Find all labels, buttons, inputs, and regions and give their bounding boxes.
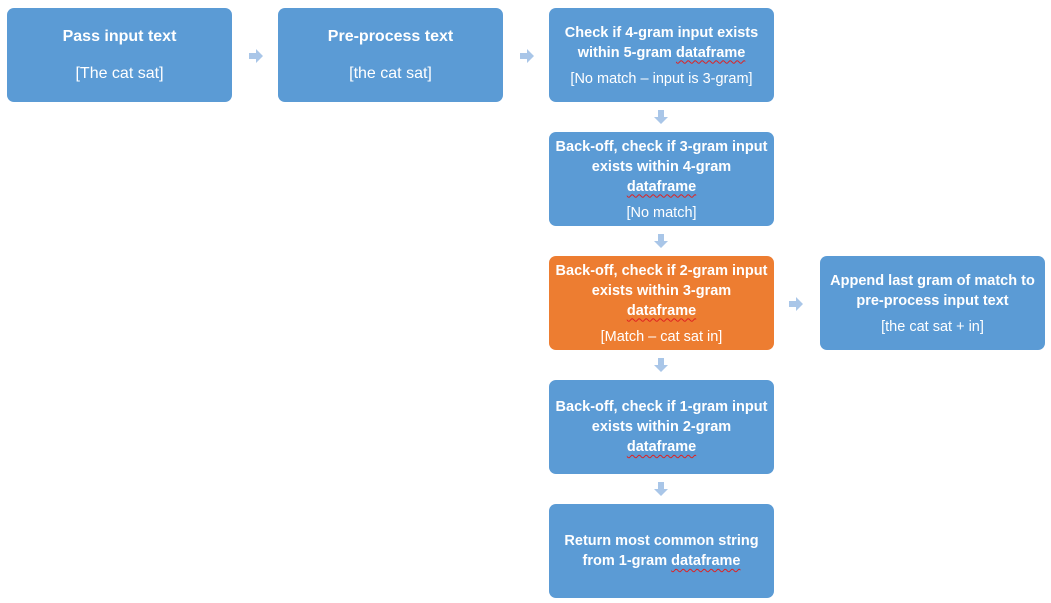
step-title: Back-off, check if 2-gram input exists w… [555, 262, 768, 319]
preprocess-step: Pre-process text [the cat sat] [278, 8, 503, 102]
step-detail: [No match – input is 3-gram] [570, 70, 753, 87]
step-title: Append last gram of match to pre-process… [830, 272, 1035, 309]
spellcheck-word: dataframe [675, 44, 746, 61]
step-title: Return most common string from 1-gram da… [564, 533, 759, 569]
down-arrow-icon [654, 110, 668, 124]
append-step: Append last gram of match to pre-process… [820, 256, 1045, 350]
return-step: Return most common string from 1-gram da… [549, 504, 774, 598]
step-detail: [the cat sat + in] [881, 318, 984, 335]
step-title: Pre-process text [327, 28, 454, 45]
pass-input-step: Pass input text [The cat sat] [7, 8, 232, 102]
step-detail: [Match – cat sat in] [600, 328, 723, 345]
step-title: Check if 4-gram input exists within 5-gr… [564, 24, 759, 61]
right-arrow-icon [789, 297, 803, 311]
step-detail: [The cat sat] [75, 65, 164, 82]
spellcheck-word: dataframe [626, 302, 697, 319]
step-title: Back-off, check if 1-gram input exists w… [555, 399, 768, 455]
step-title: Pass input text [62, 28, 177, 45]
backoff-2gram-step: Back-off, check if 2-gram input exists w… [549, 256, 774, 350]
check-4gram-step: Check if 4-gram input exists within 5-gr… [549, 8, 774, 102]
step-detail: [the cat sat] [349, 65, 432, 82]
down-arrow-icon [654, 234, 668, 248]
backoff-1gram-step: Back-off, check if 1-gram input exists w… [549, 380, 774, 474]
spellcheck-word: dataframe [671, 553, 741, 569]
step-detail: [No match] [626, 204, 697, 221]
spellcheck-word: dataframe [626, 178, 697, 195]
right-arrow-icon [520, 49, 534, 63]
down-arrow-icon [654, 482, 668, 496]
backoff-3gram-step: Back-off, check if 3-gram input exists w… [549, 132, 774, 226]
step-title: Back-off, check if 3-gram input exists w… [555, 138, 768, 195]
down-arrow-icon [654, 358, 668, 372]
spellcheck-word: dataframe [626, 439, 697, 455]
right-arrow-icon [249, 49, 263, 63]
